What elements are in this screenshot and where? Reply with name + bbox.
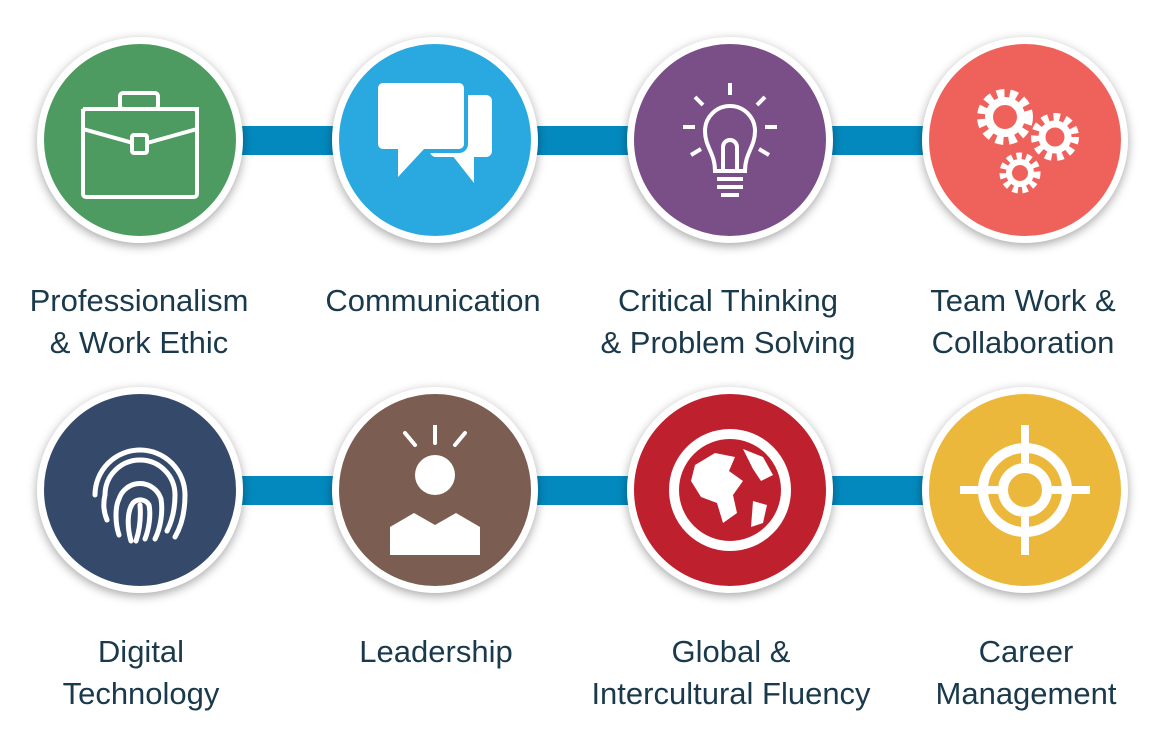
skill-label: Communication <box>283 280 583 322</box>
skill-circle-career <box>922 387 1128 593</box>
label-line: Communication <box>325 283 541 318</box>
label-line: Career <box>978 634 1074 669</box>
connector-bar <box>820 476 930 505</box>
label-line: & Problem Solving <box>600 325 856 360</box>
skill-label: Global & Intercultural Fluency <box>581 631 881 715</box>
fingerprint-icon <box>92 447 188 544</box>
skill-label: Team Work & Collaboration <box>873 280 1150 364</box>
connector-bar <box>525 476 635 505</box>
connector-bar <box>230 476 340 505</box>
label-line: Critical Thinking <box>618 283 838 318</box>
label-line: Digital <box>97 634 185 669</box>
skill-circle-teamwork <box>922 37 1128 243</box>
label-line: Leadership <box>359 634 513 669</box>
briefcase-icon <box>81 91 199 199</box>
gears-icon <box>977 89 1079 194</box>
label-line: Professionalism <box>29 283 249 318</box>
label-line: Intercultural Fluency <box>591 676 871 711</box>
skill-circle-global <box>627 387 833 593</box>
label-line: Global & <box>671 634 791 669</box>
label-line: & Work Ethic <box>49 325 229 360</box>
skill-circle-professionalism <box>37 37 243 243</box>
connector-bar <box>525 126 635 155</box>
skill-circle-digital-technology <box>37 387 243 593</box>
skill-label: Leadership <box>286 631 586 673</box>
lightbulb-icon <box>683 83 777 197</box>
skill-circle-critical-thinking <box>627 37 833 243</box>
connector-bar <box>820 126 930 155</box>
leader-person-icon <box>390 425 480 555</box>
connector-bar <box>230 126 340 155</box>
skill-label: Professionalism & Work Ethic <box>0 280 289 364</box>
label-line: Collaboration <box>931 325 1115 360</box>
skill-circle-communication <box>332 37 538 243</box>
chat-bubbles-icon <box>374 79 492 183</box>
globe-icon <box>669 429 791 551</box>
skill-label: Critical Thinking & Problem Solving <box>578 280 878 364</box>
label-line: Team Work & <box>930 283 1116 318</box>
label-line: Management <box>935 676 1117 711</box>
target-icon <box>960 425 1090 555</box>
label-line: Technology <box>62 676 220 711</box>
skill-circle-leadership <box>332 387 538 593</box>
